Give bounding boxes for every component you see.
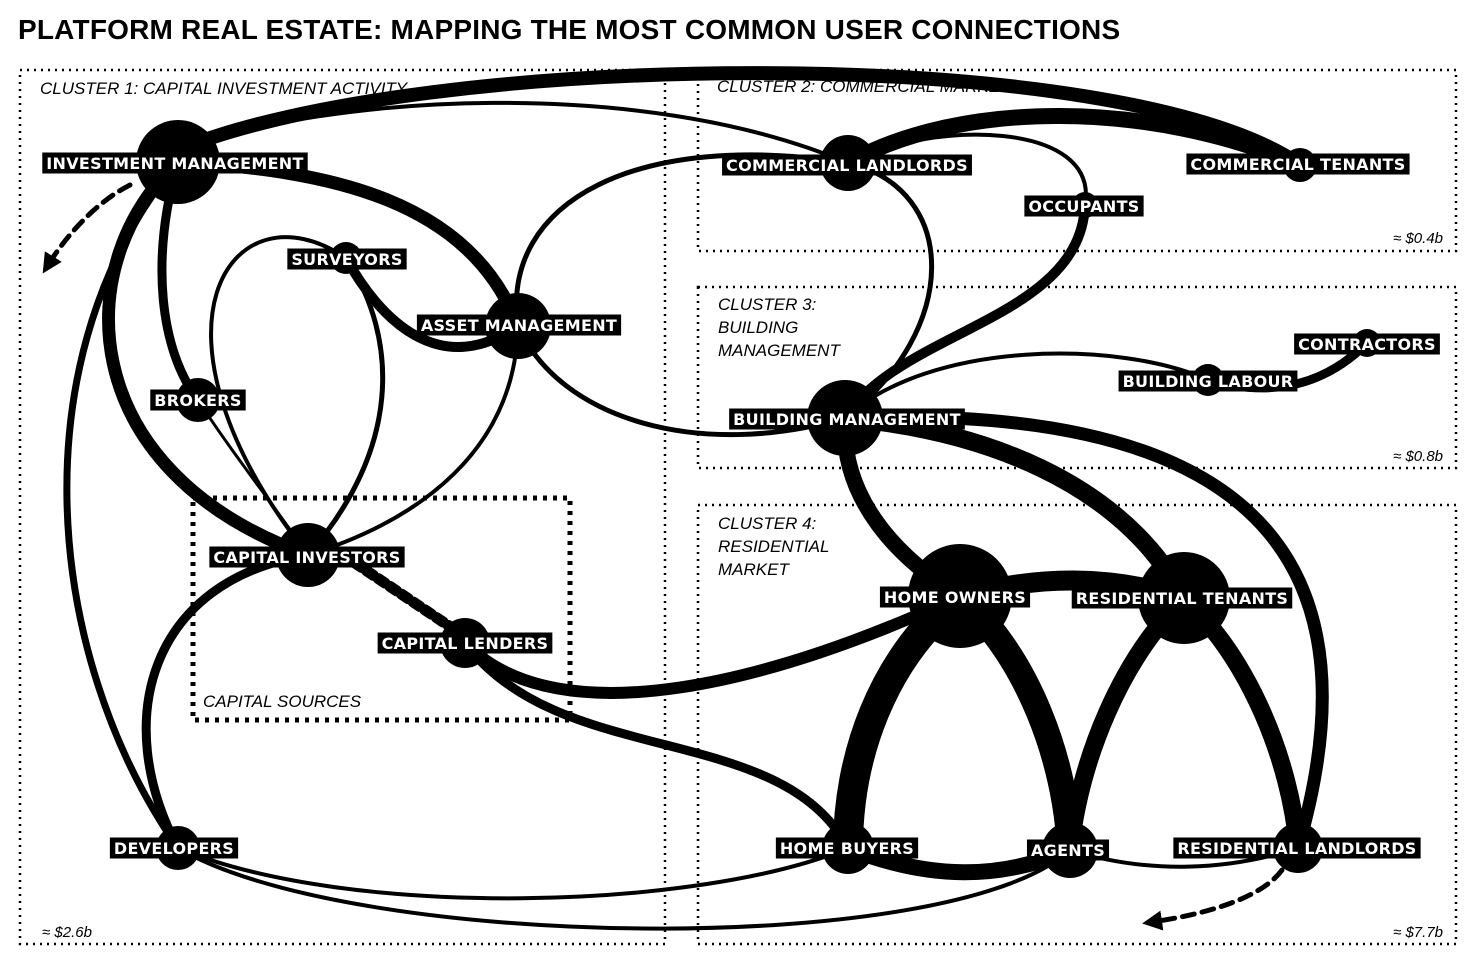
cluster-4-frame [696,503,1458,946]
svg-text:SURVEYORS: SURVEYORS [291,250,402,269]
edge-surveyors-capital-investors [209,235,348,557]
node-label-occupants: OCCUPANTS [1024,195,1144,217]
arrow-residential-landlords-outflow [1142,867,1285,931]
svg-text:BUILDING MANAGEMENT: BUILDING MANAGEMENT [733,410,961,429]
node-label-capital-investors: CAPITAL INVESTORS [209,546,405,568]
cluster-labels: CLUSTER 1: CAPITAL INVESTMENT ACTIVITY C… [40,77,1012,711]
cluster-4-label-line3: MARKET [718,560,790,579]
node-labels: INVESTMENT MANAGEMENT SURVEYORS ASSET MA… [42,152,1440,861]
node-label-commercial-landlords: COMMERCIAL LANDLORDS [722,154,972,176]
cluster-2-value: ≈ $0.4b [1393,230,1443,247]
edge-capital-investors-capital-lenders [349,557,461,636]
edge-developers-home-buyers [176,846,850,901]
edge-investment-management-commercial-tenants [171,66,1307,172]
node-label-asset-management: ASSET MANAGEMENT [416,314,622,336]
cluster-4-label-line2: RESIDENTIAL [718,537,829,556]
edge-commercial-landlords-occupants [846,132,1088,207]
svg-text:ASSET MANAGEMENT: ASSET MANAGEMENT [421,316,617,335]
edge-building-management-building-labour [843,351,1210,420]
edge-asset-management-building-management [515,323,848,438]
svg-text:HOME OWNERS: HOME OWNERS [884,588,1026,607]
node-label-residential-landlords: RESIDENTIAL LANDLORDS [1173,837,1421,859]
node-label-developers: DEVELOPERS [109,837,239,859]
edge-investment-management-commercial-landlords [176,100,850,165]
node-label-building-labour: BUILDING LABOUR [1118,370,1298,392]
cluster-4-value: ≈ $7.7b [1393,924,1443,941]
svg-text:DEVELOPERS: DEVELOPERS [114,839,234,858]
svg-text:OCCUPANTS: OCCUPANTS [1028,197,1139,216]
cluster-3-value: ≈ $0.8b [1393,448,1443,465]
cluster-3-label-line2: BUILDING [718,318,798,337]
edge-building-management-residential-landlords [838,410,1329,855]
cluster-1-frame [18,68,667,946]
edge-capital-investors-developers [141,550,313,853]
arrow-investment-management-outflow [42,182,133,274]
edge-capital-lenders-home-buyers [460,638,853,853]
cluster-3-label-line1: CLUSTER 3: [718,295,817,314]
svg-text:INVESTMENT MANAGEMENT: INVESTMENT MANAGEMENT [46,154,303,173]
node-dots [136,120,1381,878]
edge-asset-management-capital-investors [306,324,520,557]
node-label-home-owners: HOME OWNERS [879,586,1031,608]
node-label-home-buyers: HOME BUYERS [775,837,919,859]
edges [42,66,1372,931]
svg-text:HOME BUYERS: HOME BUYERS [780,839,914,858]
cluster-3-label-line3: MANAGEMENT [718,341,841,360]
node-label-contractors: CONTRACTORS [1294,333,1440,355]
node-label-agents: AGENTS [1026,839,1110,861]
cluster-3-frame [696,285,1458,470]
node-label-commercial-tenants: COMMERCIAL TENANTS [1186,153,1410,175]
node-label-capital-lenders: CAPITAL LENDERS [377,632,553,654]
edge-commercial-landlords-commercial-tenants [840,108,1308,173]
node-label-investment-management: INVESTMENT MANAGEMENT [42,152,308,174]
cluster-1-label: CLUSTER 1: CAPITAL INVESTMENT ACTIVITY [40,79,409,98]
svg-text:COMMERCIAL LANDLORDS: COMMERCIAL LANDLORDS [726,156,968,175]
svg-text:RESIDENTIAL TENANTS: RESIDENTIAL TENANTS [1076,589,1289,608]
cluster-1-value: ≈ $2.6b [42,924,92,941]
edge-investment-management-developers [63,158,182,852]
cluster-values: ≈ $2.6b ≈ $0.4b ≈ $0.8b ≈ $7.7b [42,230,1443,941]
node-label-building-management: BUILDING MANAGEMENT [729,408,965,430]
svg-text:BUILDING LABOUR: BUILDING LABOUR [1123,372,1294,391]
svg-text:AGENTS: AGENTS [1031,841,1105,860]
edge-developers-agents [176,846,1072,931]
svg-text:CAPITAL LENDERS: CAPITAL LENDERS [382,634,549,653]
svg-text:RESIDENTIAL LANDLORDS: RESIDENTIAL LANDLORDS [1177,839,1416,858]
cluster-4-label-line1: CLUSTER 4: [718,514,817,533]
capital-sources-label: CAPITAL SOURCES [203,692,362,711]
svg-text:COMMERCIAL TENANTS: COMMERCIAL TENANTS [1190,155,1405,174]
edge-capital-lenders-home-owners [459,590,966,699]
svg-text:BROKERS: BROKERS [154,391,241,410]
node-label-residential-tenants: RESIDENTIAL TENANTS [1071,587,1293,609]
node-label-surveyors: SURVEYORS [287,248,407,270]
node-label-brokers: BROKERS [150,389,246,411]
svg-text:CAPITAL INVESTORS: CAPITAL INVESTORS [213,548,400,567]
page-title: PLATFORM REAL ESTATE: MAPPING THE MOST C… [18,14,1121,45]
edge-occupants-building-management [840,200,1090,423]
svg-text:CONTRACTORS: CONTRACTORS [1298,335,1436,354]
